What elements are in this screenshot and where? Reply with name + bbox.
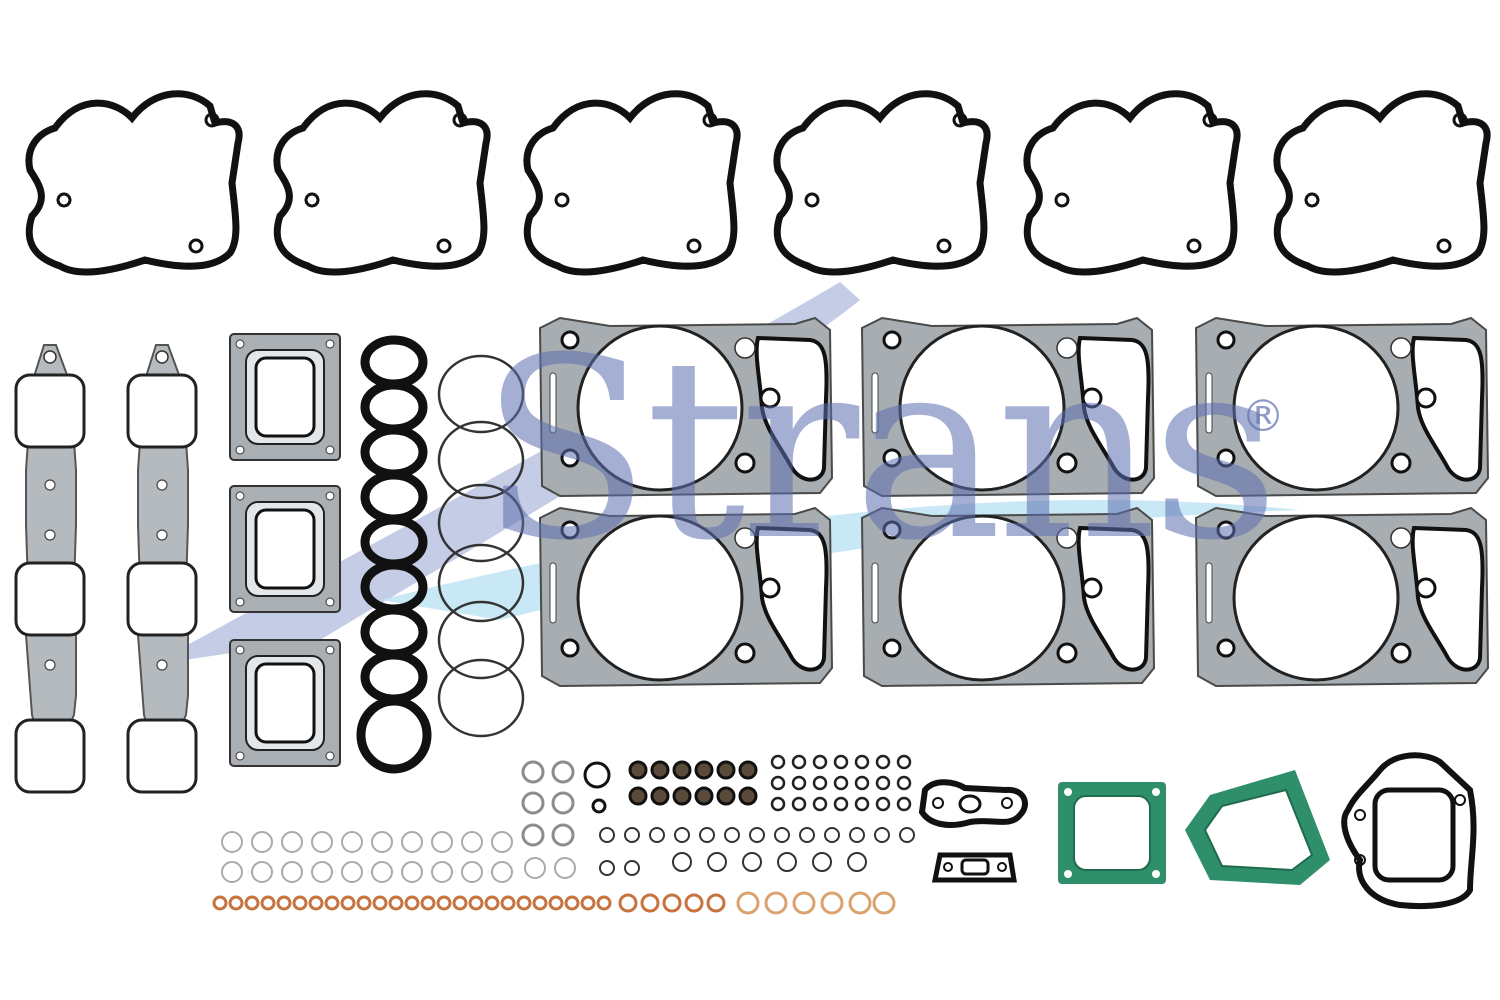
oil-cooler-gasket (1341, 752, 1477, 910)
watermark-brand: Strans (480, 304, 1280, 595)
exhaust-manifold-gaskets (14, 343, 198, 794)
registered-mark: ® (1241, 391, 1285, 442)
washer-rows (221, 831, 576, 883)
silver-washers (521, 760, 611, 847)
small-o-rings (770, 754, 912, 812)
turbo-gaskets (228, 332, 342, 768)
black-o-rings (356, 335, 432, 774)
copper-washers (212, 891, 896, 915)
flange-gaskets (918, 779, 1028, 883)
valve-cover-gaskets (29, 94, 1487, 272)
valve-stem-seals (628, 760, 758, 806)
black-small-rings (599, 827, 915, 876)
green-gaskets (1058, 770, 1330, 885)
liner-seal-rings (437, 354, 525, 738)
